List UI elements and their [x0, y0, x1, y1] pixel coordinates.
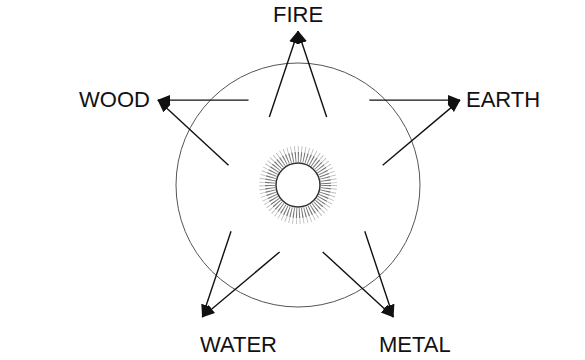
arrow-segment: [269, 31, 298, 117]
arrow-segment: [298, 31, 327, 117]
element-label: METAL: [379, 333, 451, 357]
sun-disc: [276, 163, 320, 207]
edge-group: [158, 31, 460, 317]
element-name: EARTH: [466, 88, 540, 112]
element-name: WATER: [200, 333, 277, 357]
cycle-arrow: [298, 31, 393, 317]
cycle-arrow: [158, 100, 460, 101]
element-label: EARTH: [466, 88, 540, 112]
arrow-segment: [202, 252, 279, 317]
arrow-segment: [383, 100, 460, 165]
arrow-segment: [323, 252, 394, 317]
element-name: METAL: [379, 333, 451, 357]
cycle-arrow: [202, 31, 298, 317]
cycle-arrow: [202, 100, 460, 317]
cycle-arrow: [158, 100, 393, 317]
element-label: WOOD: [79, 88, 150, 112]
arrow-segment: [158, 99, 249, 100]
sun-rays-outer: [264, 151, 332, 219]
element-label: WATER: [200, 333, 277, 357]
element-name: FIRE: [273, 3, 323, 27]
arrow-segment: [369, 99, 460, 100]
element-label: FIRE: [273, 3, 323, 27]
element-name: WOOD: [79, 88, 150, 112]
sun-rays: [270, 157, 326, 213]
arrow-segment: [158, 100, 229, 165]
